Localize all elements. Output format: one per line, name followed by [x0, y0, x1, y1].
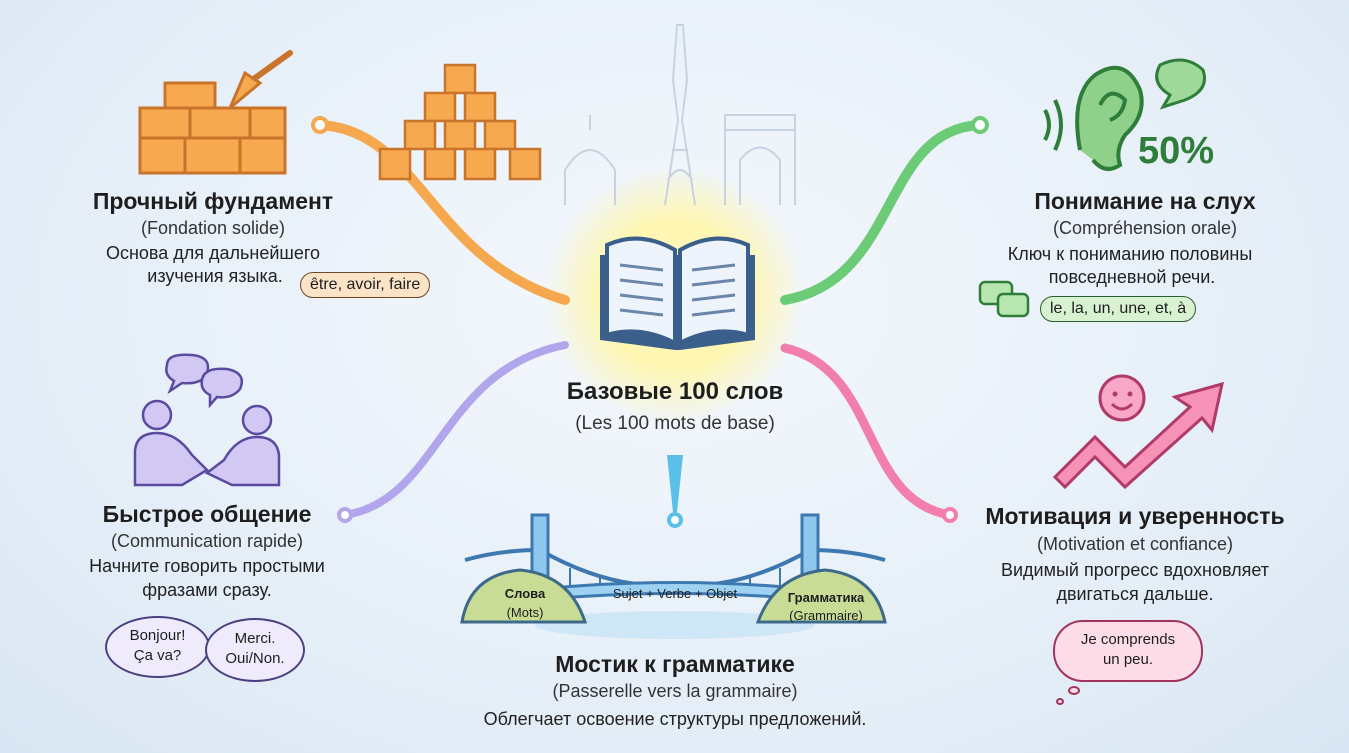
foundation-example-bubble: être, avoir, faire — [300, 272, 431, 298]
chat-bubbles-icon — [978, 280, 1030, 318]
smiley-rising-arrow-icon — [1052, 374, 1224, 490]
open-book-icon — [600, 236, 755, 350]
thought-line2: un peu. — [1102, 651, 1154, 668]
bubble-1-line1: Bonjour! — [129, 627, 186, 644]
listening-line1: Ключ к пониманию половины — [1007, 244, 1253, 264]
communication-line2: фразами сразу. — [142, 580, 272, 600]
connector-dot-foundation — [311, 116, 329, 134]
motivation-line2: двигаться дальше. — [1056, 584, 1214, 604]
communication-bubble-1: Bonjour! Ça va? — [105, 616, 210, 678]
motivation-subtitle: (Motivation et confiance) — [1036, 534, 1234, 554]
connector-dot-grammar — [667, 512, 683, 528]
thought-dot-1 — [1068, 686, 1080, 695]
motivation-line1: Видимый прогресс вдохновляет — [1000, 560, 1270, 580]
center-subtitle: (Les 100 mots de base) — [575, 413, 775, 434]
connector-dot-listening — [971, 116, 989, 134]
thought-line1: Je comprends — [1080, 631, 1176, 648]
bubble-2-line2: Oui/Non. — [225, 650, 285, 667]
listening-example-bubble: le, la, un, une, et, à — [1040, 296, 1197, 322]
communication-title: Быстрое общение — [102, 501, 312, 527]
connector-listening — [780, 120, 985, 305]
connector-dot-communication — [337, 507, 353, 523]
bubble-1-line2: Ça va? — [133, 647, 182, 664]
bubble-2-line1: Merci. — [234, 630, 276, 647]
thought-dot-2 — [1056, 698, 1064, 705]
listening-line2: повседневной речи. — [1048, 267, 1216, 287]
foundation-line2: изучения языка. — [147, 266, 283, 286]
bridge-deck-label: Sujet + Verbe + Objet — [612, 586, 738, 601]
bridge-right-label: Грамматика — [787, 590, 865, 605]
center-title: Базовые 100 слов — [566, 378, 784, 405]
connector-dot-motivation — [942, 507, 958, 523]
communication-line1: Начните говорить простыми — [89, 556, 325, 576]
paris-landmarks-icon — [564, 24, 796, 206]
bridge-left-sublabel: (Mots) — [506, 605, 544, 620]
bridge-left-label: Слова — [504, 586, 546, 601]
connector-foundation — [315, 120, 570, 305]
bridge-right-sublabel: (Grammaire) — [789, 608, 863, 623]
bridge-icon — [460, 513, 887, 639]
connector-grammar — [667, 455, 683, 512]
motivation-title: Мотивация и уверенность — [985, 503, 1285, 529]
foundation-line1: Основа для дальнейшего — [105, 243, 321, 263]
connector-motivation — [780, 343, 955, 520]
communication-bubble-2: Merci. Oui/Non. — [205, 618, 305, 682]
listening-title: Понимание на слух — [1034, 188, 1256, 214]
listening-subtitle: (Compréhension orale) — [1052, 218, 1238, 238]
listening-percent: 50% — [1138, 130, 1215, 172]
grammar-title: Мостик к грамматике — [555, 651, 795, 677]
communication-subtitle: (Communication rapide) — [110, 531, 304, 551]
cubes-pyramid-icon — [378, 63, 542, 181]
connector-communication — [341, 341, 569, 519]
bricks-trowel-icon — [138, 50, 293, 175]
ear-sound-icon — [1043, 58, 1206, 171]
handshake-people-icon — [133, 353, 281, 487]
foundation-subtitle: (Fondation solide) — [140, 218, 286, 238]
foundation-title: Прочный фундамент — [92, 188, 334, 214]
motivation-thought-bubble: Je comprends un peu. — [1053, 620, 1203, 682]
grammar-line1: Облегчает освоение структуры предложений… — [483, 709, 867, 729]
grammar-subtitle: (Passerelle vers la grammaire) — [552, 681, 798, 701]
